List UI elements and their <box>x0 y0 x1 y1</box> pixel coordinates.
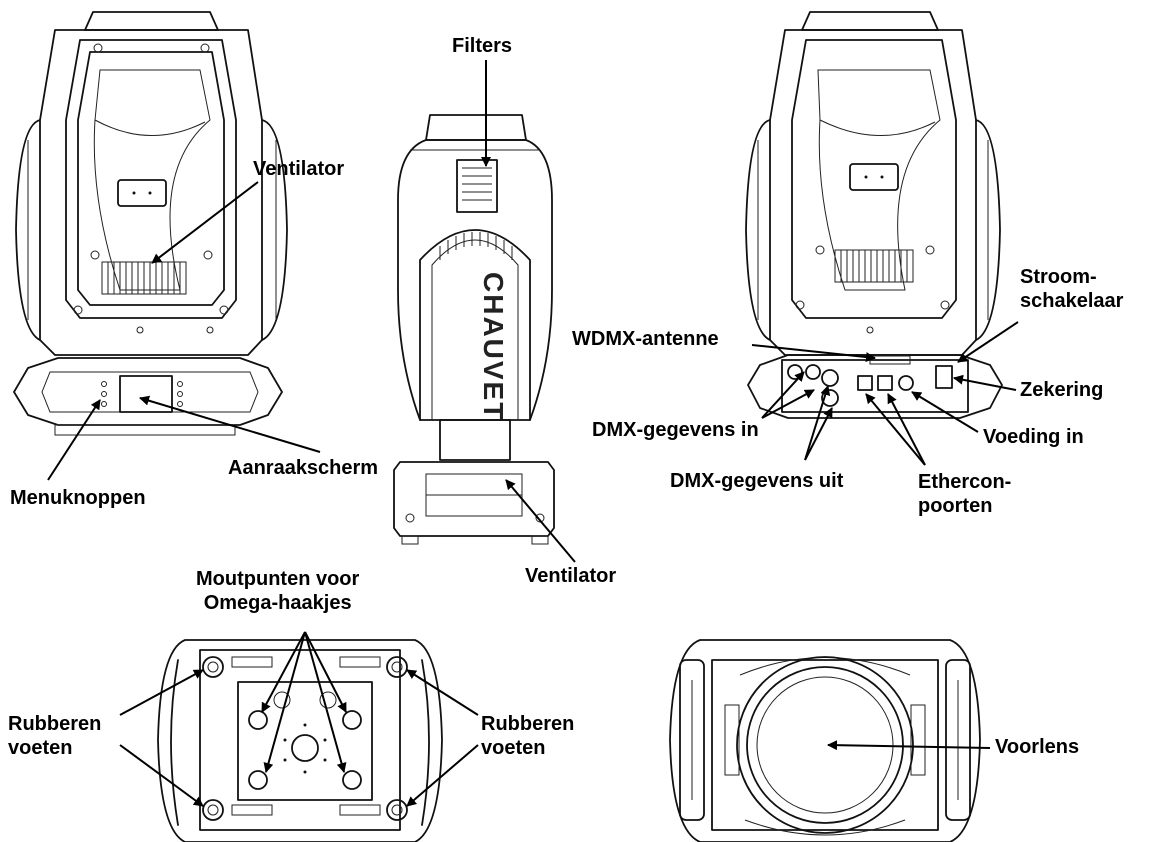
label-wdmx-antenne: WDMX-antenne <box>572 328 719 350</box>
label-rubberen-voeten-left: Rubberen voeten <box>8 712 101 760</box>
label-stroom-line1: Stroom- <box>1020 266 1097 288</box>
label-voorlens: Voorlens <box>995 736 1080 758</box>
label-dmx-in: DMX-gegevens in <box>592 419 759 441</box>
label-ventilator-center: Ventilator <box>525 565 617 587</box>
label-aanraakscherm: Aanraakscherm <box>228 457 379 479</box>
label-dmx-uit: DMX-gegevens uit <box>670 470 844 492</box>
label-rubber-left-line2: voeten <box>8 737 73 759</box>
callout-arrows <box>47 60 1019 807</box>
label-moutpunten-line2: Omega-haakjes <box>203 592 352 614</box>
label-moutpunten-line1: Moutpunten voor <box>196 568 360 590</box>
label-ethercon-line2: poorten <box>918 495 993 517</box>
brand-text: CHAUVET <box>478 272 509 422</box>
label-ethercon-poorten: Ethercon- poorten <box>918 470 1011 518</box>
label-rubber-right-line1: Rubberen <box>481 713 575 735</box>
label-moutpunten: Moutpunten voor Omega-haakjes <box>196 567 359 615</box>
fixture-side-center <box>393 114 555 545</box>
fixture-front-view <box>669 639 981 842</box>
label-zekering: Zekering <box>1020 379 1104 401</box>
label-stroom-line2: schakelaar <box>1020 290 1124 312</box>
label-rubber-left-line1: Rubberen <box>8 713 102 735</box>
label-stroomschakelaar: Stroom- schakelaar <box>1020 265 1123 313</box>
fixture-rear-left <box>13 11 288 436</box>
label-filters: Filters <box>452 35 513 57</box>
fixture-bottom-view <box>157 639 443 842</box>
label-rubber-right-line2: voeten <box>481 737 546 759</box>
label-menuknoppen: Menuknoppen <box>10 487 146 509</box>
fixture-rear-right <box>745 11 1003 419</box>
label-ventilator-left: Ventilator <box>253 158 345 180</box>
label-ethercon-line1: Ethercon- <box>918 471 1012 493</box>
label-voeding-in: Voeding in <box>983 426 1084 448</box>
label-rubberen-voeten-right: Rubberen voeten <box>481 712 574 760</box>
